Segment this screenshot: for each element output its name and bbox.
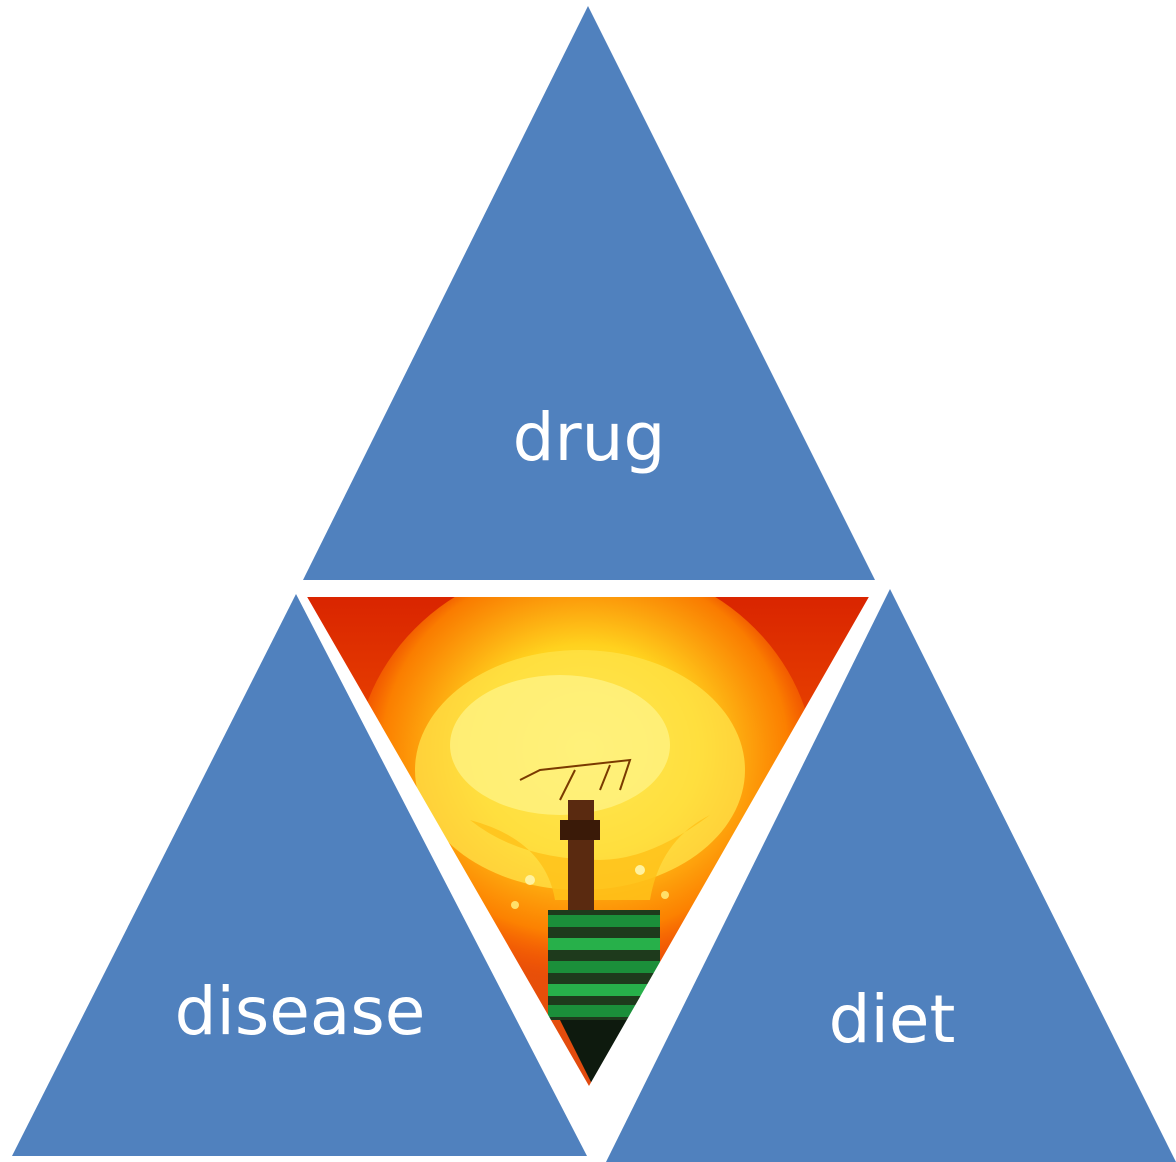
triangle-diet-label: diet: [829, 981, 956, 1058]
triangle-drug-shape: [303, 6, 875, 580]
triangle-disease-label: disease: [175, 973, 426, 1050]
triangle-drug: drug: [303, 6, 875, 580]
triangle-drug-label: drug: [513, 399, 666, 476]
